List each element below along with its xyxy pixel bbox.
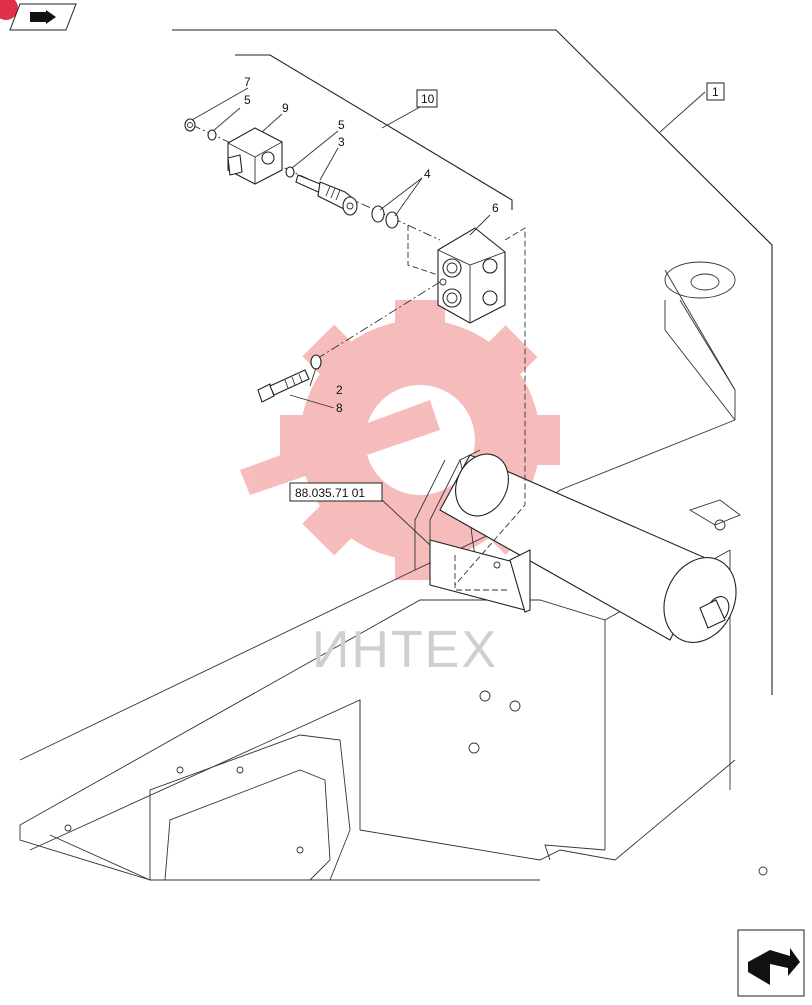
callout-6: 6 — [492, 201, 499, 215]
callout-1: 1 — [712, 85, 719, 99]
callout-2: 2 — [336, 383, 343, 397]
callout-7: 7 — [244, 75, 251, 89]
o-ring-small-2 — [285, 166, 295, 178]
washer — [310, 354, 322, 370]
bolt — [257, 369, 310, 403]
next-page-icon — [748, 948, 800, 985]
solenoid-coil — [227, 127, 283, 185]
subassembly-outline — [235, 54, 513, 210]
callout-10: 10 — [421, 92, 435, 106]
callout-5a: 5 — [244, 93, 251, 107]
callout-8: 8 — [336, 401, 343, 415]
assembly-outline — [172, 29, 773, 695]
callout-5b: 5 — [338, 118, 345, 132]
callout-3: 3 — [338, 135, 345, 149]
previous-page-button[interactable] — [0, 0, 77, 31]
previous-page-icon — [30, 10, 56, 24]
reference-label[interactable]: 88.035.71 01 — [295, 486, 365, 500]
o-ring-small — [207, 129, 217, 141]
assembly-guide-line-3 — [454, 555, 510, 591]
assembly-guide-line-2 — [454, 227, 526, 586]
callout-9: 9 — [282, 101, 289, 115]
reference-label-box[interactable] — [289, 482, 383, 502]
assembly-guide-line — [407, 225, 439, 276]
cylinder — [439, 453, 737, 643]
callout-4: 4 — [424, 167, 431, 181]
nut — [184, 118, 196, 132]
callout-1-box — [706, 82, 725, 101]
next-page-button[interactable] — [737, 929, 805, 997]
callout-10-box — [416, 89, 438, 108]
o-ring — [371, 205, 385, 223]
mounting-bracket — [429, 539, 531, 613]
valve-block — [437, 227, 506, 324]
leader-lines — [191, 87, 706, 546]
bolt-axis-line — [314, 281, 441, 361]
valve-cartridge — [295, 174, 358, 216]
corner-badge-icon — [0, 0, 18, 20]
